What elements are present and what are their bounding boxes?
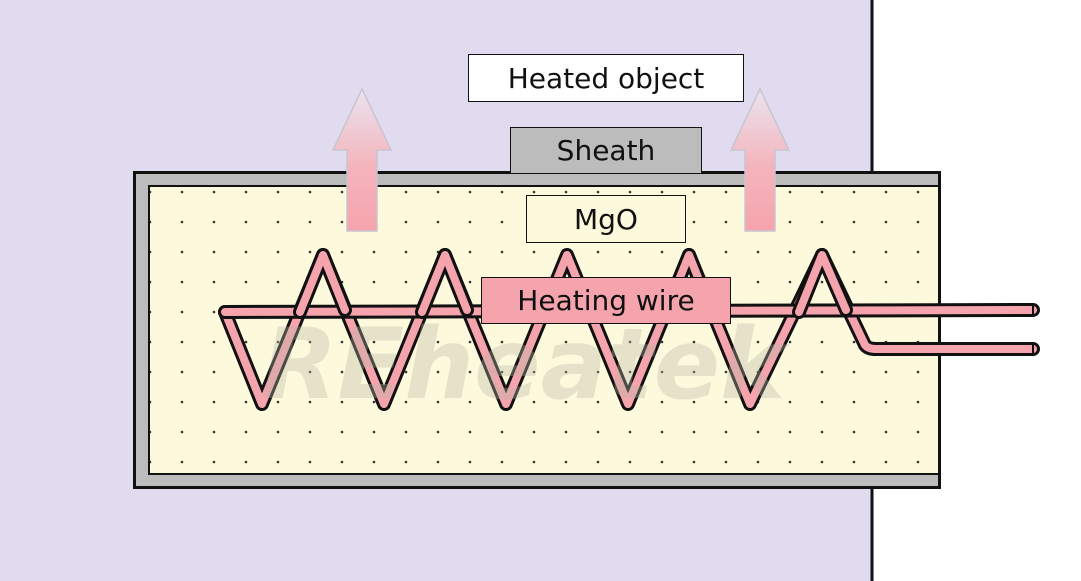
heated-object-label: Heated object	[468, 54, 744, 102]
watermark-logo: REheatek	[262, 308, 791, 422]
sheath-label: Sheath	[510, 127, 702, 174]
heat-arrow-left	[331, 87, 393, 232]
heat-arrow-right	[729, 87, 791, 232]
heating-wire-label: Heating wire	[481, 277, 731, 324]
mgo-label: MgO	[526, 195, 686, 243]
